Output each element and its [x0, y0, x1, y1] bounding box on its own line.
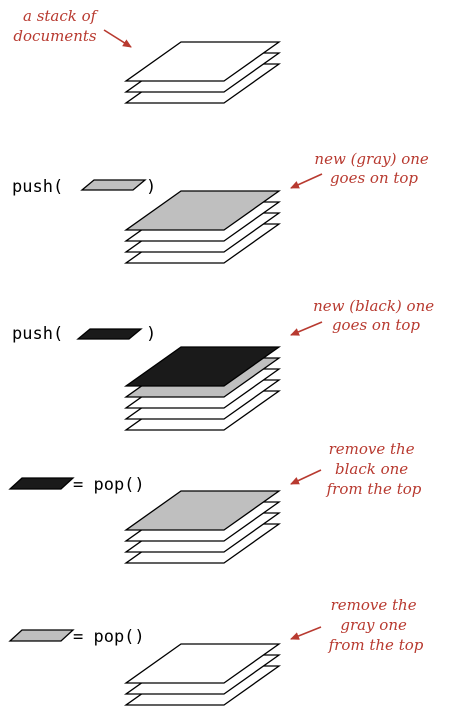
white-document-sheet: [123, 643, 282, 684]
step-push-gray: push( ) new (gray) one goes on top: [12, 150, 433, 264]
push-call-open: push(: [12, 177, 63, 197]
pop-black-label: remove the black one from the top: [326, 440, 422, 498]
pop-gray-label-line-2: gray one: [340, 616, 407, 634]
pop-gray-arrow: [290, 626, 322, 640]
push-call-close: ): [146, 177, 156, 197]
pop-call: = pop(): [73, 475, 145, 495]
pop-black-label-line-2: black one: [335, 460, 408, 478]
stack-initial: [123, 41, 282, 104]
push-call-close: ): [146, 324, 156, 344]
stack-after-push-gray: [123, 190, 282, 264]
step-initial: a stack of documents: [13, 7, 282, 104]
gray-document-icon: [80, 179, 147, 191]
stack-label: a stack of documents: [13, 7, 101, 45]
push-black-label: new (black) one goes on top: [313, 297, 439, 334]
black-document-icon: [8, 477, 75, 490]
push-gray-label: new (gray) one goes on top: [314, 150, 433, 187]
pop-black-arrow: [290, 469, 322, 485]
stack-after-pop-gray: [123, 643, 282, 706]
stack-label-line-1: a stack of: [23, 7, 99, 25]
pop-gray-label-line-1: remove the: [331, 596, 417, 614]
push-gray-label-line-2: goes on top: [330, 169, 418, 187]
step-pop-gray: = pop() remove the gray one from the top: [8, 596, 424, 706]
push-gray-label-line-1: new (gray) one: [314, 150, 428, 168]
stack-after-push-black: [123, 346, 282, 431]
pop-black-label-line-1: remove the: [329, 440, 415, 458]
pop-call: = pop(): [73, 627, 145, 647]
push-black-arrow: [290, 321, 323, 336]
step-push-black: push( ) new (black) one goes on top: [12, 297, 439, 431]
black-document-sheet: [123, 346, 282, 387]
stack-after-pop-black: [123, 490, 282, 564]
gray-document-sheet: [123, 190, 282, 231]
pop-black-label-line-3: from the top: [326, 480, 422, 498]
gray-document-icon: [8, 629, 75, 642]
gray-document-sheet: [123, 490, 282, 531]
push-call-open: push(: [12, 324, 63, 344]
stack-label-line-2: documents: [13, 27, 96, 45]
push-gray-arrow: [290, 173, 323, 189]
white-document-sheet: [123, 41, 282, 82]
step-pop-black: = pop() remove the black one from the to…: [8, 440, 422, 564]
stack-label-arrow: [103, 29, 132, 48]
black-document-icon: [76, 328, 143, 340]
pop-gray-label-line-3: from the top: [328, 636, 424, 654]
pop-gray-label: remove the gray one from the top: [328, 596, 424, 654]
push-black-label-line-2: goes on top: [332, 316, 420, 334]
push-black-label-line-1: new (black) one: [313, 297, 434, 315]
